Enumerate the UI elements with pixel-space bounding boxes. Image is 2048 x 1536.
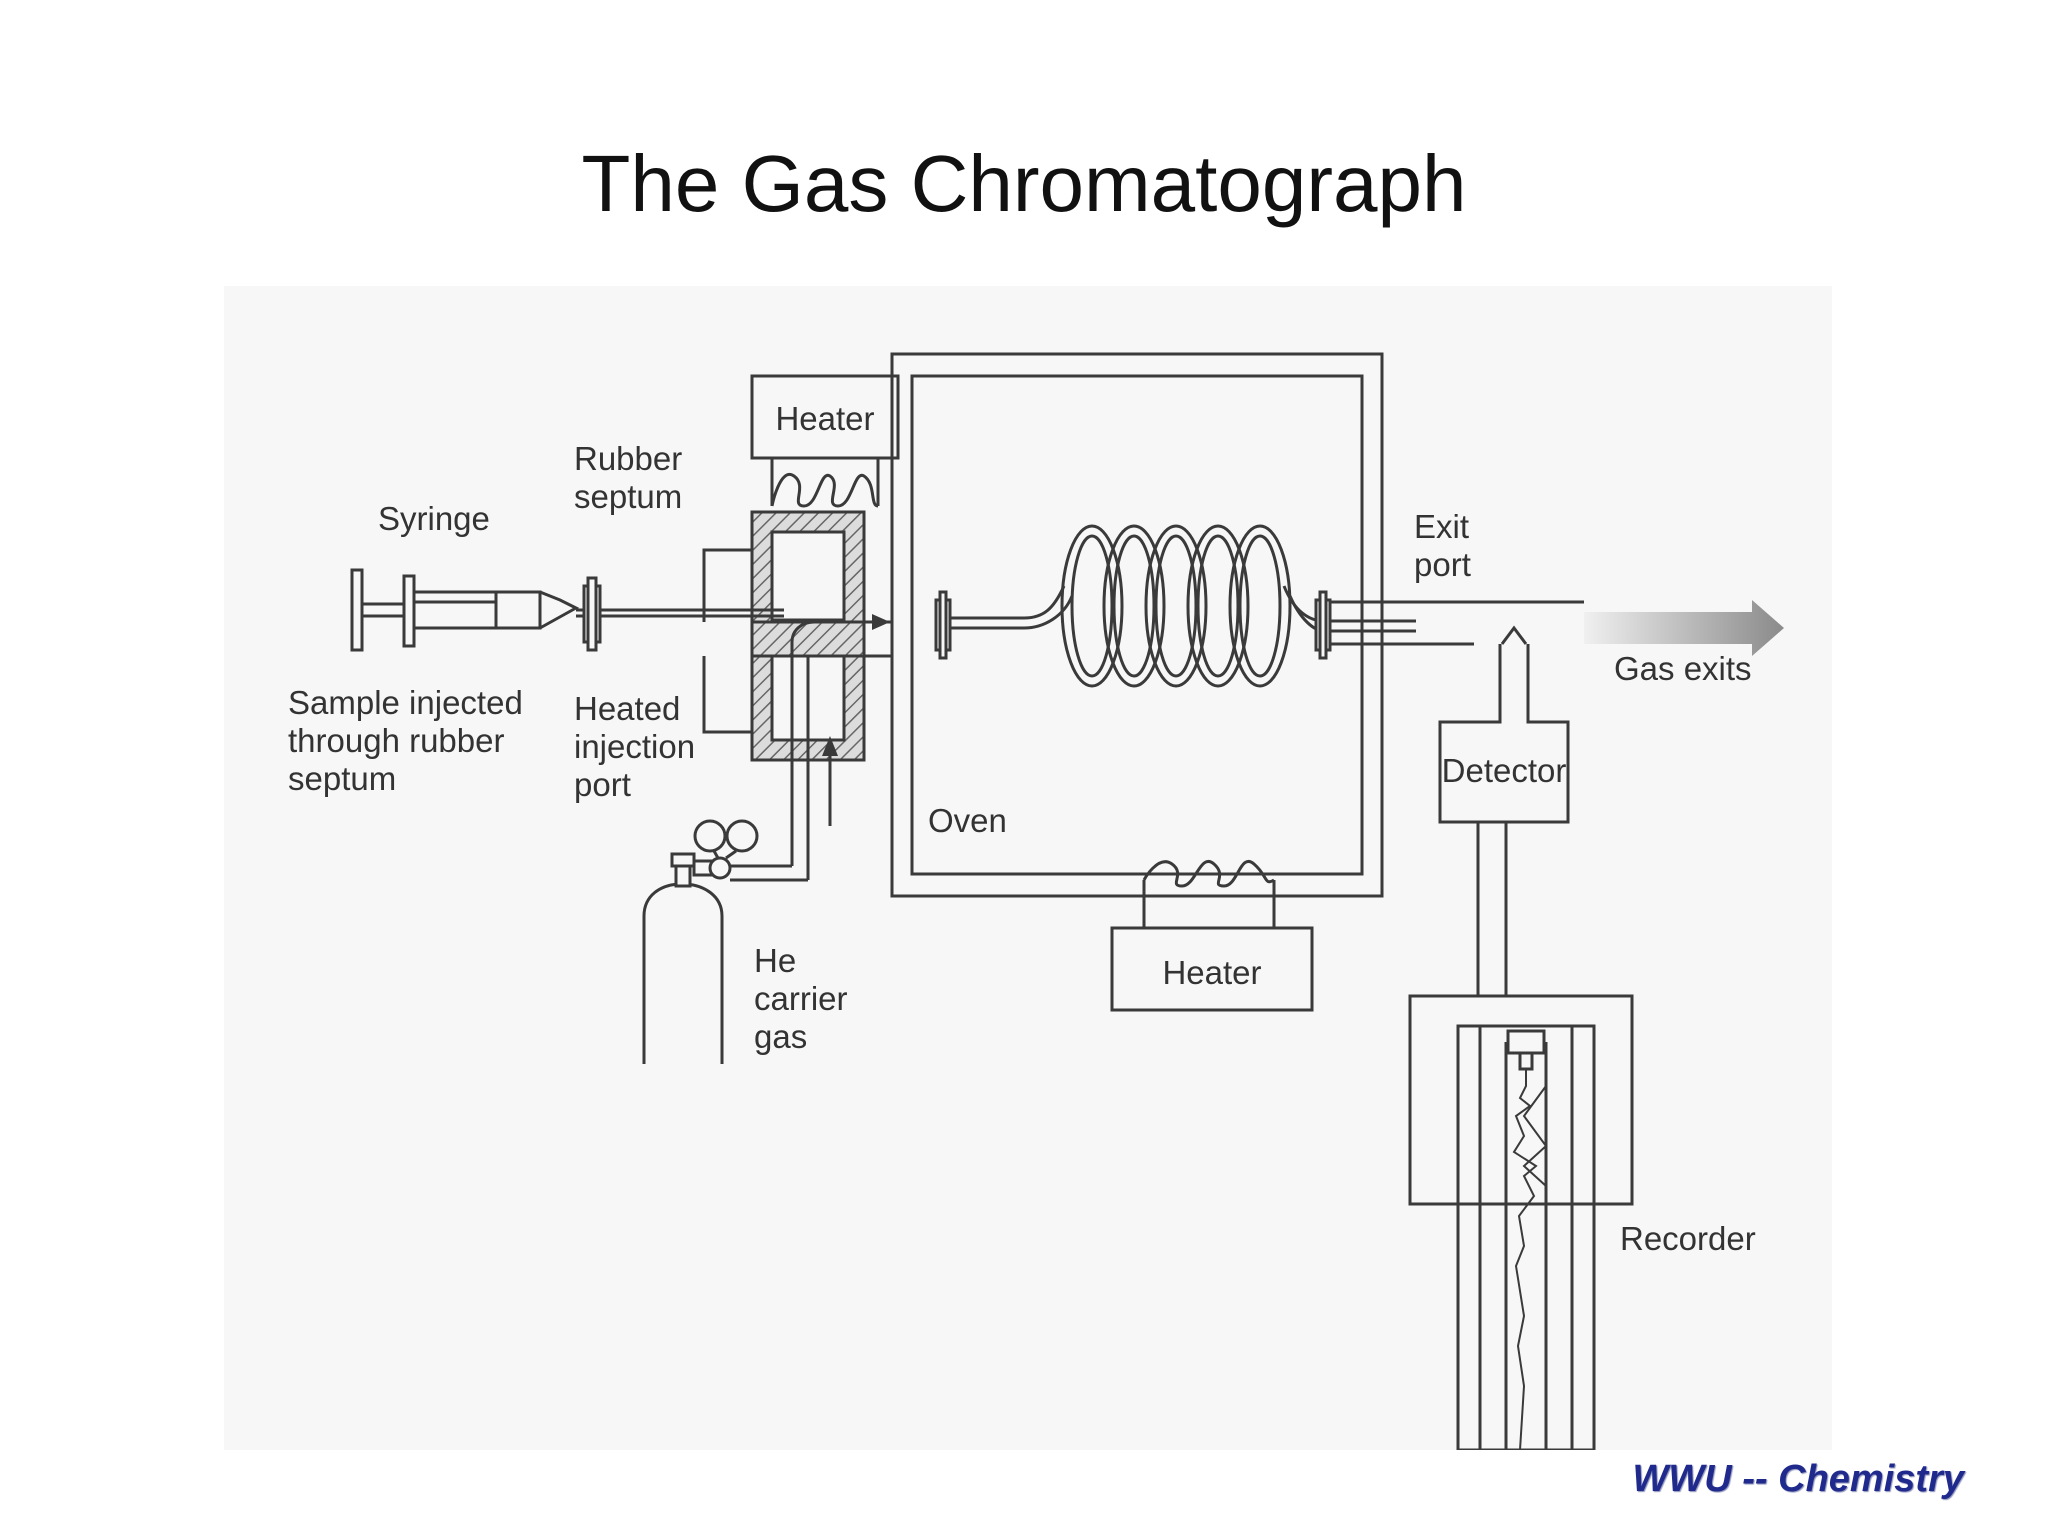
heater-top [750,374,900,508]
label-heater-top: Heater [775,400,874,437]
label-rubber-septum: Rubber septum [574,440,691,515]
gas-exit-arrow [1584,600,1784,656]
column-coil [949,524,1416,688]
syringe [350,568,784,652]
gas-chromatograph-diagram: Syringe Rubber septum Heater Sample inje… [224,286,1832,1450]
label-sample-injected: Sample injected through rubber septum [288,684,532,797]
injection-port [702,510,892,762]
heater-bottom [1110,860,1314,1012]
label-recorder: Recorder [1620,1220,1756,1257]
label-detector: Detector [1442,752,1567,789]
label-oven: Oven [928,802,1007,839]
column-inlet-fitting [934,590,952,660]
column-outlet-fitting [1314,590,1332,660]
label-heated-injection-port: Heated injection port [574,690,704,803]
slide-title: The Gas Chromatograph [581,139,1467,228]
recorder [1408,994,1634,1450]
footer-credit: WWU -- Chemistry [1632,1458,1964,1500]
he-cylinder [642,819,759,1064]
exit-line [1330,600,1584,646]
label-syringe: Syringe [378,500,490,537]
label-gas-exits: Gas exits [1614,650,1752,687]
oven [890,352,1384,898]
label-he-carrier-gas: He carrier gas [754,942,857,1055]
detector [1438,625,1570,996]
label-exit-port: Exit port [1414,508,1478,583]
carrier-gas-line [730,614,890,882]
label-heater-bottom: Heater [1162,954,1261,991]
